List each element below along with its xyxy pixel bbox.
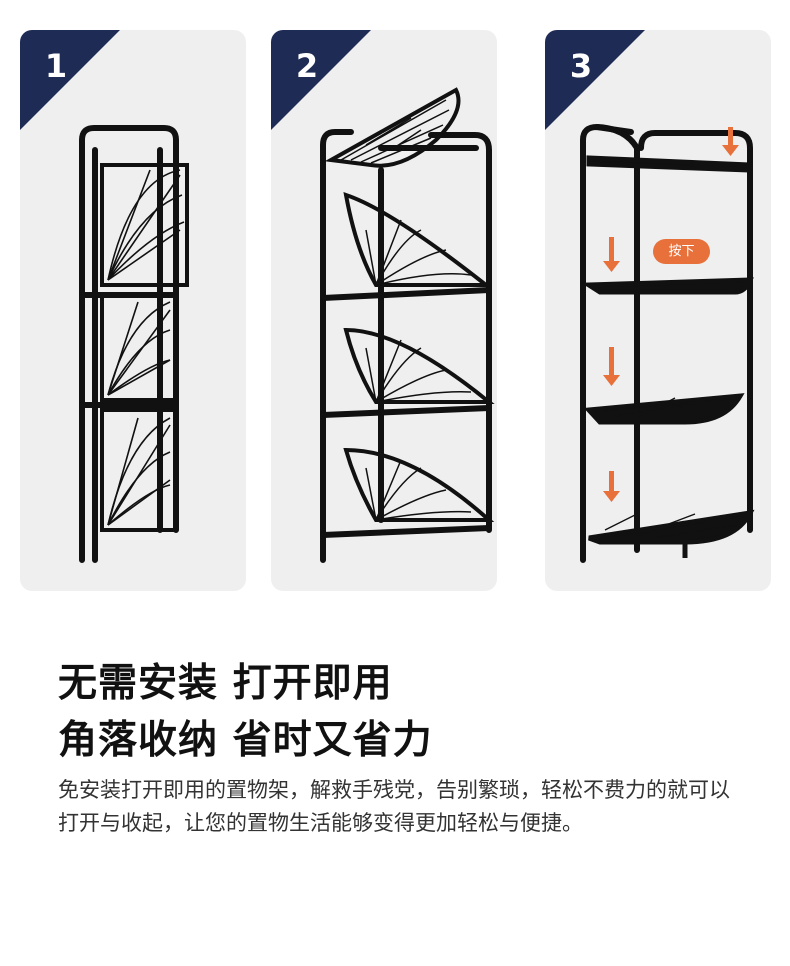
corner-badge [271, 30, 371, 130]
corner-badge [20, 30, 120, 130]
press-badge: 按下 [653, 239, 710, 264]
assembled-shelf-image [580, 123, 755, 563]
step-1-panel: 1 [20, 30, 246, 591]
unfolding-shelf-image [320, 87, 495, 563]
step-2-panel: 2 [271, 30, 497, 591]
step-number: 2 [295, 47, 319, 85]
headline-line-2: 角落收纳 省时又省力 [58, 718, 433, 763]
step-number: 3 [569, 47, 593, 85]
headline-line-1: 无需安装 打开即用 [58, 661, 393, 706]
step-3-panel: 按下 3 [545, 30, 771, 591]
down-arrow-icon [603, 127, 739, 502]
step-number: 1 [44, 47, 68, 85]
description-text: 免安装打开即用的置物架，解救手残党，告别繁琐，轻松不费力的就可以打开与收起，让您… [58, 778, 730, 835]
folded-shelf-image [79, 125, 189, 563]
corner-badge [545, 30, 645, 130]
